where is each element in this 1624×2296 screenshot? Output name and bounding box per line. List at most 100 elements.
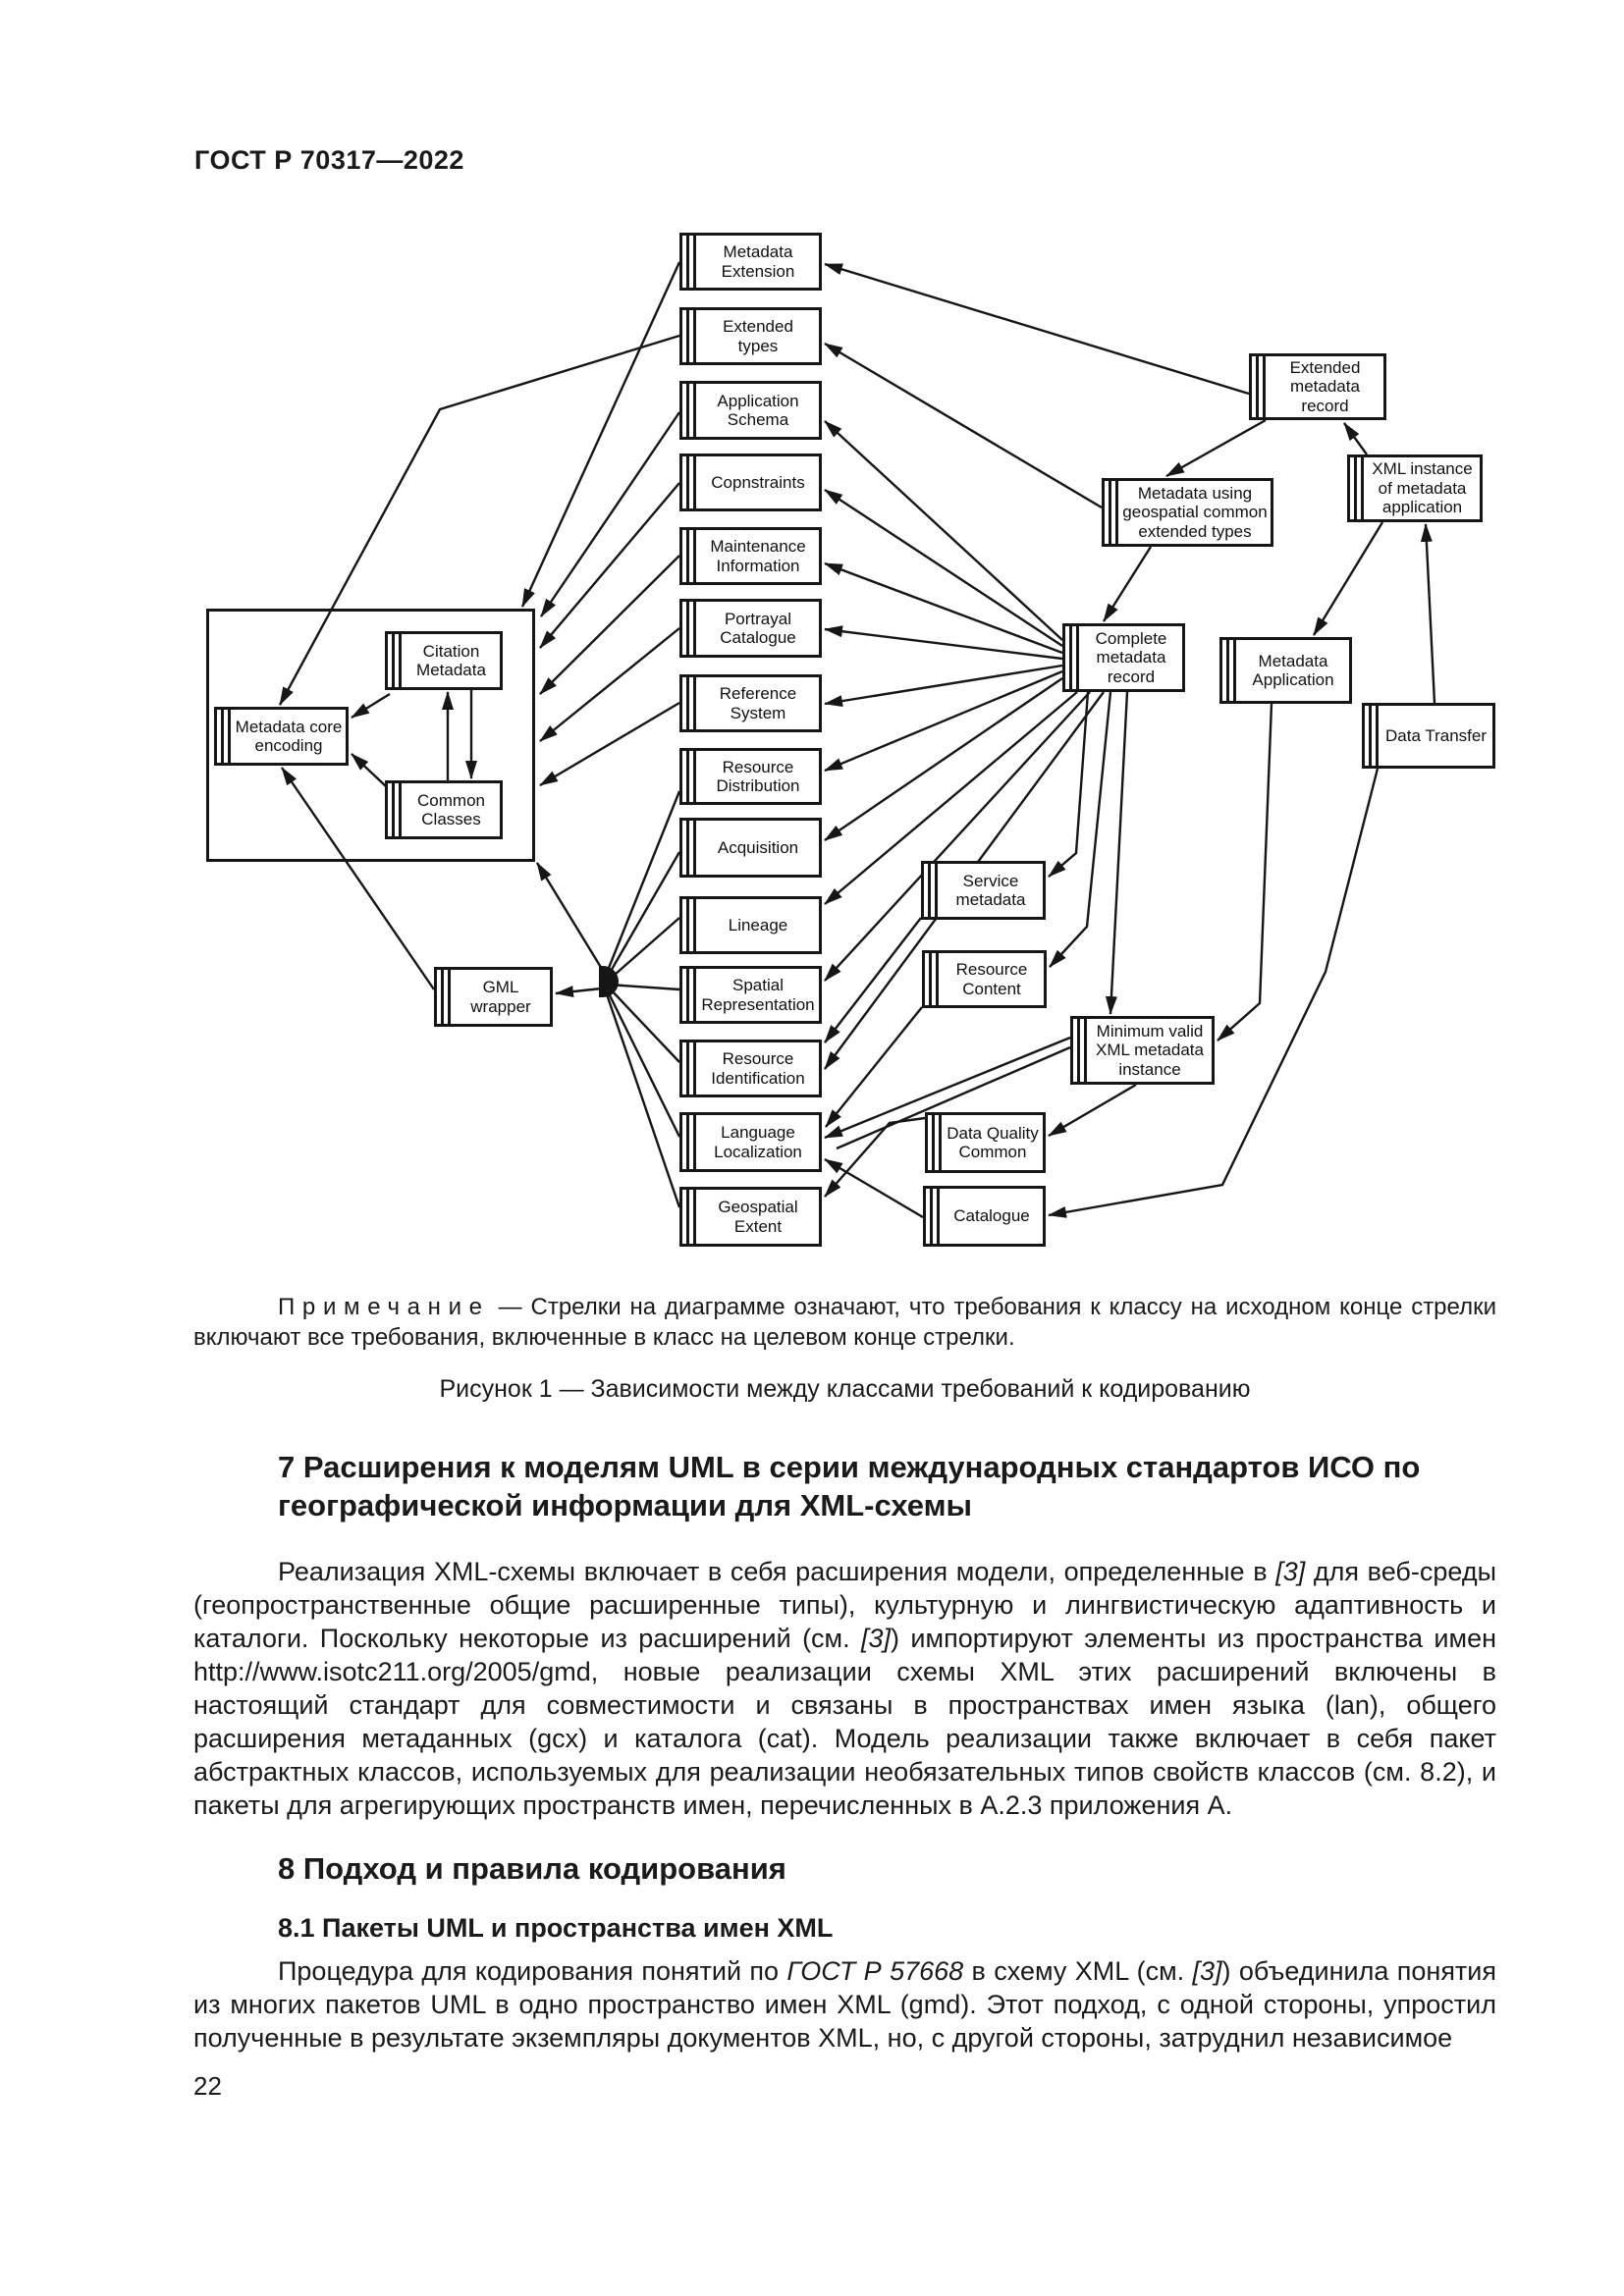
- diagram-box-label: Lineage: [728, 915, 788, 934]
- package-stripe: [1233, 640, 1236, 701]
- package-stripe: [686, 969, 689, 1021]
- package-stripe: [693, 1042, 696, 1095]
- package-stripe: [1115, 481, 1118, 544]
- package-stripe: [1084, 1019, 1087, 1082]
- package-stripe: [1076, 626, 1079, 689]
- package-stripe: [399, 783, 402, 836]
- package-stripe: [1069, 626, 1072, 689]
- diagram-junction-blob: [599, 966, 619, 997]
- package-stripe: [392, 634, 395, 687]
- package-stripe: [693, 530, 696, 582]
- package-stripe: [693, 384, 696, 437]
- diagram-box-lineage: Lineage: [679, 896, 822, 954]
- section-8-heading: 8 Подход и правила кодирования: [278, 1851, 786, 1886]
- package-stripe: [693, 969, 696, 1021]
- package-stripe: [939, 1115, 942, 1170]
- package-stripe: [686, 899, 689, 951]
- package-stripe: [392, 783, 395, 836]
- package-stripe: [686, 1042, 689, 1095]
- page-number: 22: [193, 2071, 222, 2101]
- package-stripe: [693, 751, 696, 802]
- figure-caption: Рисунок 1 — Зависимости между классами т…: [439, 1375, 1251, 1403]
- package-stripe: [1256, 356, 1259, 417]
- package-stripe: [1263, 356, 1266, 417]
- section-8-1-heading: 8.1 Пакеты UML и пространства имен XML: [278, 1913, 834, 1943]
- package-stripe: [1077, 1019, 1080, 1082]
- package-stripe: [686, 456, 689, 508]
- section-8-1-paragraph: Процедура для кодирования понятий по ГОС…: [193, 1956, 1497, 2053]
- package-stripe: [686, 677, 689, 729]
- package-stripe: [1109, 481, 1111, 544]
- package-stripe: [686, 751, 689, 802]
- section-7-heading: 7 Расширения к моделям UML в серии между…: [278, 1450, 1421, 1522]
- diagram-box-label: Acquisition: [717, 837, 799, 857]
- package-stripe: [686, 1190, 689, 1244]
- package-stripe: [686, 530, 689, 582]
- page-header: ГОСТ Р 70317—2022: [194, 145, 464, 175]
- package-stripe: [930, 1189, 933, 1244]
- diagram-box-label: Copnstraints: [711, 472, 805, 492]
- diagram-box-acquisition: Acquisition: [679, 818, 822, 878]
- package-stripe: [1376, 706, 1379, 766]
- section-7-paragraph: Реализация XML-схемы включает в себя рас…: [193, 1557, 1496, 1820]
- package-stripe: [228, 710, 231, 763]
- package-stripe: [929, 953, 932, 1005]
- package-stripe: [693, 236, 696, 288]
- diagram-box-data-transfer: Data Transfer: [1362, 703, 1495, 769]
- package-stripe: [686, 821, 689, 875]
- package-stripe: [693, 456, 696, 508]
- figure-note: Примечание — Стрелки на диаграмме означа…: [193, 1294, 1496, 1351]
- package-stripe: [1361, 457, 1364, 519]
- package-stripe: [1369, 706, 1372, 766]
- package-stripe: [686, 236, 689, 288]
- package-stripe: [686, 310, 689, 362]
- package-stripe: [693, 310, 696, 362]
- package-stripe: [693, 899, 696, 951]
- package-stripe: [221, 710, 224, 763]
- package-stripe: [936, 953, 939, 1005]
- package-stripe: [1226, 640, 1229, 701]
- diagram-box-label: Catalogue: [953, 1206, 1030, 1226]
- package-stripe: [932, 1115, 935, 1170]
- package-stripe: [693, 821, 696, 875]
- package-stripe: [693, 1115, 696, 1169]
